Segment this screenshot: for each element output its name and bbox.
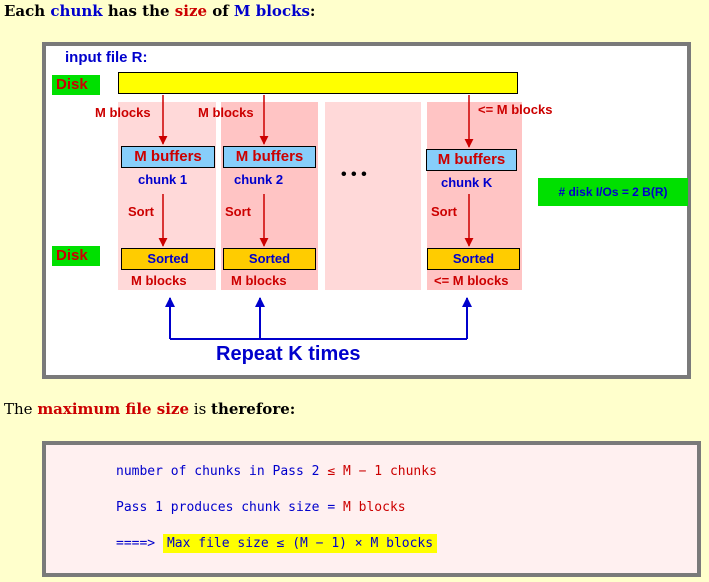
- sort-label-k: Sort: [431, 204, 457, 219]
- therefore-max: maximum file size: [37, 400, 189, 418]
- code-line-2-value: M blocks: [342, 500, 406, 515]
- le-symbol: ≤: [327, 464, 336, 479]
- out-label-2: M blocks: [231, 273, 287, 288]
- therefore-line: The maximum file size is therefore:: [4, 400, 295, 418]
- heading-text: Each: [4, 2, 51, 20]
- in-label-2: M blocks: [198, 105, 254, 120]
- sorted-1: Sorted: [121, 248, 215, 270]
- implies-arrow: ====>: [116, 536, 156, 551]
- heading-text: of: [207, 2, 234, 20]
- max-file-size-highlight: Max file size ≤ (M − 1) × M blocks: [162, 534, 438, 553]
- code-line-2: Pass 1 produces chunk size = M blocks: [116, 500, 406, 515]
- code-line-1: number of chunks in Pass 2 ≤ M − 1 chunk…: [116, 464, 437, 479]
- code-line-1-value: M − 1 chunks: [335, 464, 437, 479]
- out-label-1: M blocks: [131, 273, 187, 288]
- heading-text: has the: [102, 2, 175, 20]
- heading-mblocks: M blocks: [233, 2, 310, 20]
- therefore-bold: therefore:: [211, 400, 296, 418]
- ellipsis: • • •: [341, 166, 367, 183]
- input-file-label: input file R:: [65, 49, 148, 66]
- code-line-3: ====> Max file size ≤ (M − 1) × M blocks: [116, 534, 438, 553]
- input-file-bar: [118, 72, 518, 94]
- disk-label-bottom: Disk: [52, 246, 100, 266]
- buffer-2: M buffers: [223, 146, 316, 168]
- code-line-1-text: number of chunks in Pass 2: [116, 464, 328, 479]
- therefore-text: The: [4, 400, 38, 418]
- chunk-label-1: chunk 1: [138, 172, 188, 187]
- heading-size: size: [174, 2, 208, 20]
- chunk-label-2: chunk 2: [234, 172, 284, 187]
- heading-text: :: [309, 2, 316, 20]
- code-box: [42, 441, 701, 577]
- buffer-1: M buffers: [121, 146, 215, 168]
- sorted-k: Sorted: [427, 248, 520, 270]
- sorted-2: Sorted: [223, 248, 316, 270]
- in-label-k: <= M blocks: [478, 102, 553, 117]
- disk-label-top: Disk: [52, 75, 100, 95]
- buffer-k: M buffers: [426, 149, 517, 171]
- red-arrows: [158, 95, 474, 247]
- repeat-label: Repeat K times: [216, 343, 361, 365]
- repeat-arrows: [165, 297, 472, 340]
- code-line-2-text: Pass 1 produces chunk size =: [116, 500, 343, 515]
- therefore-text: is: [189, 400, 212, 418]
- sort-label-2: Sort: [225, 204, 251, 219]
- heading-chunk: chunk: [50, 2, 103, 20]
- disk-io-note: # disk I/Os = 2 B(R): [538, 178, 688, 206]
- out-label-k: <= M blocks: [434, 273, 509, 288]
- heading: Each chunk has the size of M blocks:: [4, 2, 315, 20]
- in-label-1: M blocks: [95, 105, 151, 120]
- sort-label-1: Sort: [128, 204, 154, 219]
- chunk-column-ellipsis: [325, 102, 421, 290]
- chunk-label-k: chunk K: [441, 175, 493, 190]
